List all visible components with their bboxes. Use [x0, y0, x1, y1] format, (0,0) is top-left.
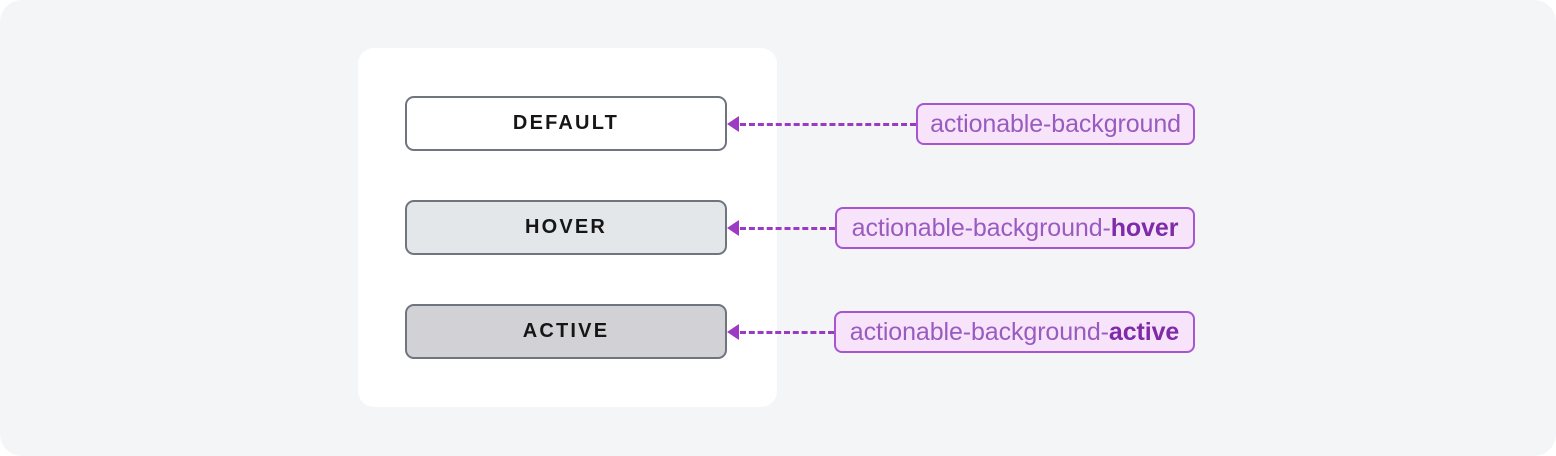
token-base: actionable-background — [930, 109, 1181, 138]
token-base: actionable-background- — [849, 317, 1109, 346]
button-default-label: DEFAULT — [512, 112, 620, 134]
button-default[interactable]: DEFAULT — [405, 96, 727, 151]
token-suffix: active — [1108, 317, 1180, 346]
button-active-label: ACTIVE — [522, 320, 610, 342]
token-label-active: actionable-background-active — [834, 311, 1195, 353]
button-active[interactable]: ACTIVE — [405, 304, 727, 359]
token-base: actionable-background- — [851, 213, 1111, 242]
token-label-hover: actionable-background-hover — [835, 207, 1195, 249]
token-label-default: actionable-background — [916, 103, 1195, 145]
button-hover-label: HOVER — [524, 216, 608, 238]
canvas-corner-mask — [1530, 430, 1556, 456]
token-suffix: hover — [1110, 213, 1179, 242]
button-hover[interactable]: HOVER — [405, 200, 727, 255]
